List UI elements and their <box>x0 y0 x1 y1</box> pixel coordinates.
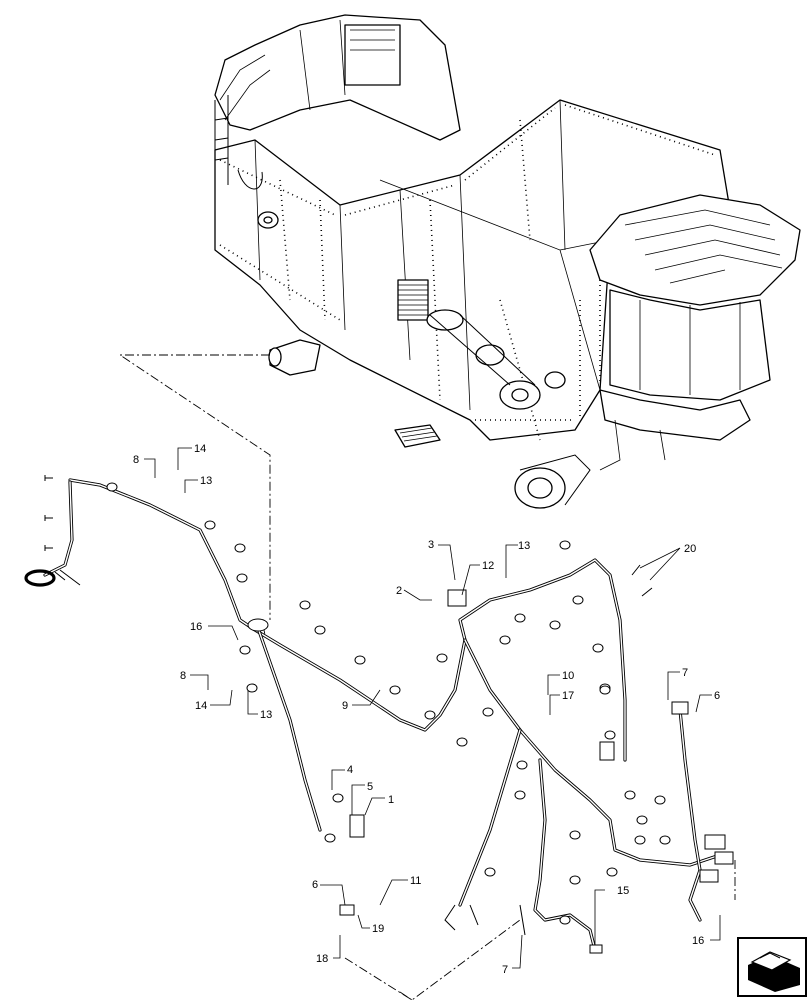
callout-7b: 7 <box>502 964 508 976</box>
callout-9: 9 <box>342 700 348 712</box>
reference-lines <box>118 354 736 1000</box>
callout-1: 1 <box>388 794 394 806</box>
callout-13b: 13 <box>518 540 530 552</box>
callout-16a: 16 <box>190 621 202 633</box>
callout-20: 20 <box>684 543 696 555</box>
callout-19: 19 <box>372 923 384 935</box>
callout-8b: 8 <box>180 670 186 682</box>
callout-8a: 8 <box>133 454 139 466</box>
view-direction-arrow-icon[interactable] <box>737 937 807 997</box>
callout-17: 17 <box>562 690 574 702</box>
callout-15: 15 <box>617 885 629 897</box>
callout-12: 12 <box>482 560 494 572</box>
callout-3: 3 <box>428 539 434 551</box>
fastener-clips <box>44 475 671 925</box>
callout-6a: 6 <box>312 879 318 891</box>
callout-16b: 16 <box>692 935 704 947</box>
wiring-harness-icon <box>24 478 734 954</box>
callout-5: 5 <box>367 781 373 793</box>
callout-18: 18 <box>316 953 328 965</box>
leader-lines <box>144 447 721 969</box>
combine-harvester-chassis-icon <box>214 14 801 509</box>
callout-10: 10 <box>562 670 574 682</box>
callout-6b: 6 <box>714 690 720 702</box>
callout-14a: 14 <box>194 443 206 455</box>
callout-14b: 14 <box>195 700 207 712</box>
callout-11: 11 <box>410 875 421 887</box>
callout-13a: 13 <box>200 475 212 487</box>
callout-labels: 1 2 3 4 5 6 6 7 7 8 8 9 10 11 12 13 13 1… <box>133 443 720 976</box>
callout-4: 4 <box>347 764 353 776</box>
callout-7a: 7 <box>682 667 688 679</box>
callout-13c: 13 <box>260 709 272 721</box>
callout-2: 2 <box>396 585 402 597</box>
